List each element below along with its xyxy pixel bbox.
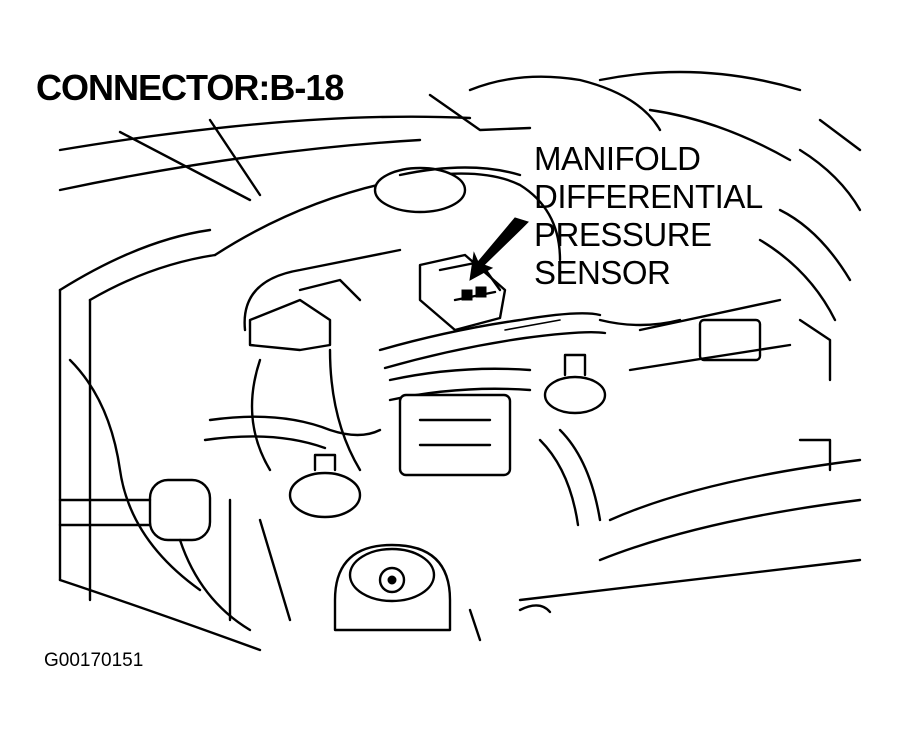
intake-manifold: [213, 166, 562, 472]
callout-arrow: [469, 217, 529, 281]
callout-line-4: SENSOR: [534, 254, 671, 291]
callout-line-1: MANIFOLD: [534, 140, 701, 177]
center-actuator: [288, 353, 607, 519]
right-components: [518, 298, 862, 602]
lower-body-lines: [228, 498, 552, 642]
sensor-callout-label: MANIFOLD DIFFERENTIAL PRESSURE SENSOR: [534, 142, 763, 294]
radiator-cap: [333, 543, 452, 632]
connector-title: CONNECTOR:B-18: [36, 67, 344, 108]
upper-body-lines: [58, 70, 862, 322]
figure-id: G00170151: [44, 650, 144, 671]
manifold-differential-pressure-sensor: [418, 253, 507, 332]
callout-line-3: PRESSURE: [534, 216, 712, 253]
callout-line-2: DIFFERENTIAL: [534, 178, 763, 215]
left-frame: [58, 228, 262, 652]
hoses-and-wiring: [203, 312, 682, 527]
